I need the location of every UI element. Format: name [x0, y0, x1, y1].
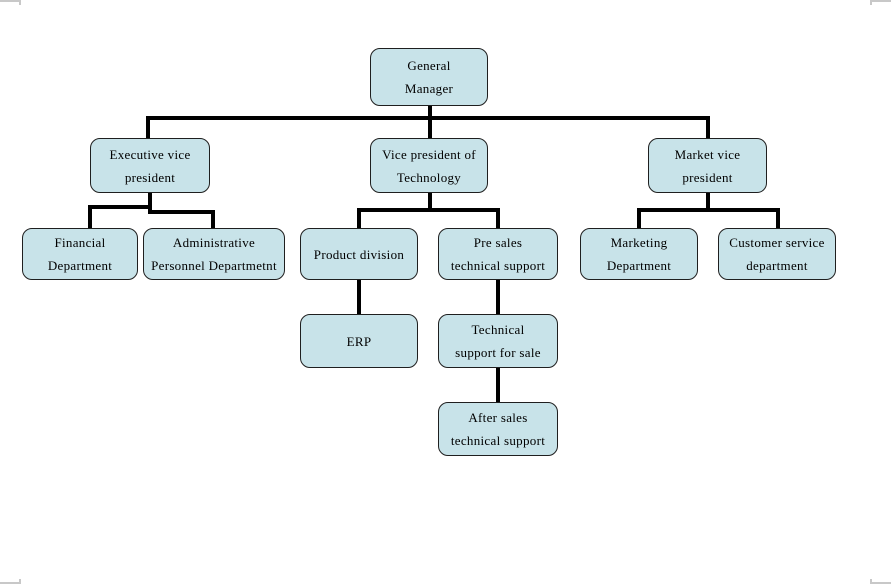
- node-administrative-personnel-department[interactable]: Administrative Personnel Departmetnt: [143, 228, 285, 280]
- connector-line: [428, 116, 432, 138]
- node-label: Customer service department: [729, 235, 825, 273]
- node-product-division[interactable]: Product division: [300, 228, 418, 280]
- node-label: ERP: [346, 333, 372, 349]
- connector-line: [496, 368, 500, 402]
- page-corner-mark-top-left-tick: [19, 0, 21, 5]
- connector-line: [428, 106, 432, 120]
- node-technical-support-for-sale[interactable]: Technical support for sale: [438, 314, 558, 368]
- node-market-vice-president[interactable]: Market vice president: [648, 138, 767, 193]
- page-corner-mark-top-right: [870, 0, 891, 2]
- node-general-manager[interactable]: General Manager: [370, 48, 488, 106]
- page-corner-mark-bottom-left: [0, 582, 21, 584]
- connector-line: [357, 280, 361, 314]
- connector-line: [706, 116, 710, 138]
- connector-line: [428, 193, 432, 212]
- page-corner-mark-bottom-left-tick: [19, 579, 21, 584]
- page-corner-mark-bottom-right: [870, 582, 891, 584]
- node-executive-vice-president[interactable]: Executive vice president: [90, 138, 210, 193]
- node-label: Administrative Personnel Departmetnt: [151, 235, 277, 273]
- connector-line: [637, 208, 641, 228]
- node-erp[interactable]: ERP: [300, 314, 418, 368]
- node-label: Marketing Department: [606, 235, 672, 273]
- node-pre-sales-technical-support[interactable]: Pre sales technical support: [438, 228, 558, 280]
- connector-line: [637, 208, 780, 212]
- connector-line: [776, 208, 780, 228]
- node-financial-department[interactable]: Financial Department: [22, 228, 138, 280]
- node-label: General Manager: [404, 58, 454, 96]
- connector-line: [146, 116, 150, 138]
- node-vice-president-of-technology[interactable]: Vice president of Technology: [370, 138, 488, 193]
- connector-line: [357, 208, 500, 212]
- page-corner-mark-top-left: [0, 0, 21, 2]
- connector-line: [88, 205, 92, 228]
- node-label: Market vice president: [674, 146, 741, 185]
- node-after-sales-technical-support[interactable]: After sales technical support: [438, 402, 558, 456]
- connector-line: [706, 193, 710, 212]
- node-label: After sales technical support: [450, 410, 546, 448]
- connector-line: [88, 205, 152, 209]
- connector-line: [496, 208, 500, 228]
- node-label: Technical support for sale: [455, 322, 541, 360]
- node-marketing-department[interactable]: Marketing Department: [580, 228, 698, 280]
- node-label: Product division: [313, 246, 405, 262]
- page-corner-mark-bottom-right-tick: [870, 579, 872, 584]
- connector-line: [211, 210, 215, 228]
- page-corner-mark-top-right-tick: [870, 0, 872, 5]
- connector-line: [496, 280, 500, 314]
- node-label: Financial Department: [47, 235, 113, 273]
- node-label: Executive vice president: [109, 146, 191, 185]
- connector-line: [148, 210, 215, 214]
- connector-line: [148, 193, 152, 214]
- node-customer-service-department[interactable]: Customer service department: [718, 228, 836, 280]
- connector-line: [357, 208, 361, 228]
- node-label: Vice president of Technology: [382, 146, 476, 185]
- node-label: Pre sales technical support: [450, 235, 546, 273]
